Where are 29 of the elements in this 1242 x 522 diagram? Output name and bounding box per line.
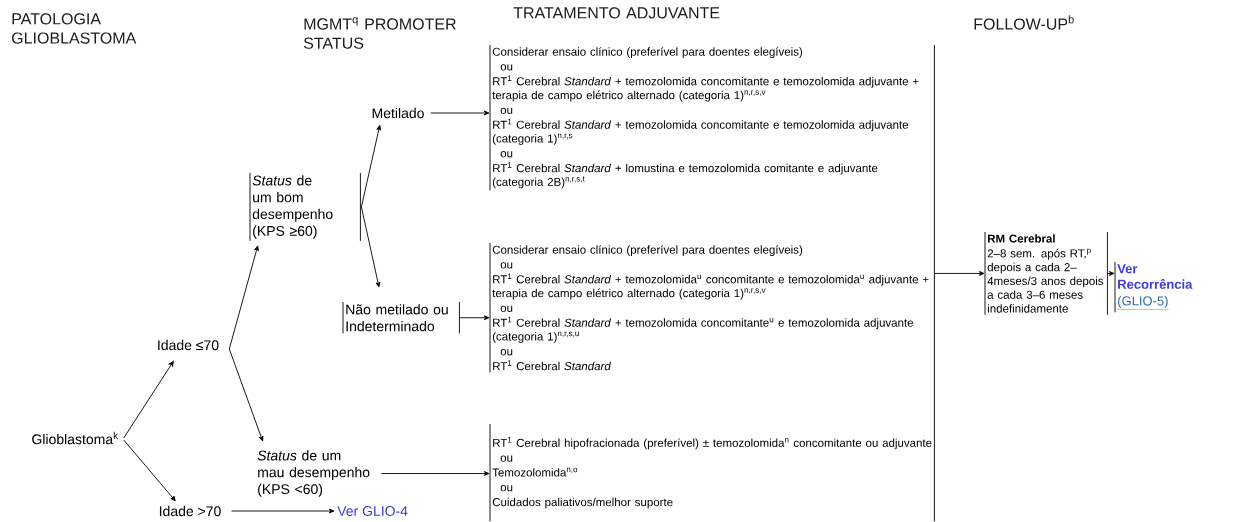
arrow bbox=[458, 315, 490, 321]
column-heading: PATOLOGIA GLIOBLASTOMA bbox=[12, 13, 137, 44]
arrow bbox=[360, 125, 382, 208]
mgmt-status-text: Não metilado ou Indeterminado bbox=[342, 301, 460, 334]
follow-up-box: RM Cerebral 2–8 sem. após RT,$^{p}$ depois a cada 2–4meses/3 anos depois a cada 3–6 meses indefinidamente bbox=[984, 231, 1108, 316]
arrow bbox=[1106, 271, 1115, 276]
arrow bbox=[360, 206, 381, 288]
column-heading: TRATAMENTO ADJUVANTE bbox=[513, 7, 720, 19]
link-text: Ver Recorrência (GLIO-5) bbox=[1114, 261, 1193, 313]
arrow bbox=[123, 360, 174, 439]
age-text: Idade ≤70 bbox=[158, 339, 219, 351]
arrow bbox=[933, 44, 985, 522]
status-text: Status de um mau desempenho (KPS <60) bbox=[257, 450, 370, 497]
arrow bbox=[228, 348, 264, 442]
column-heading: FOLLOW-UP$^{b}$ bbox=[974, 15, 1074, 30]
arrow bbox=[231, 508, 335, 514]
diagnosis-text: Glioblastoma$^{k}$ bbox=[32, 431, 119, 445]
treatment-options: Considerar ensaio clínico (preferível para doentes elegíveis) ou RT$^{1}$ Cerebral Standard + temozolomida concomitante e temozolomida adjuvante + terapia de campo elétrico alternado (categoria 1)$^{n,r,s,v}$ ou RT$^{1}$ Cerebral Standard + temozolomida concomitante e temozolomida adjuvante (categoria 1)$^{n,r,s}$ ou RT$^{1}$ Cerebral Standard + lomustina e temozolomida comitante e adjuvante (categoria 2B)$^{n,r,s,t}$ bbox=[489, 44, 919, 191]
arrow bbox=[228, 245, 259, 350]
age-text: Idade >70 bbox=[159, 505, 221, 517]
arrow bbox=[430, 110, 490, 116]
arrow bbox=[380, 471, 490, 476]
mgmt-status-text: Metilado bbox=[372, 107, 424, 119]
treatment-options: RT$^{1}$ Cerebral hipofracionada (preferível) ± temozolomida$^{n}$ concomitante ou adjuvante ou Temozolomida$^{n,o}$ ou Cuidados paliativos/melhor suporte bbox=[489, 423, 932, 522]
column-heading: MGMT$^{q}$ PROMOTER STATUS bbox=[303, 17, 456, 49]
link-text: Ver GLIO-4 bbox=[337, 506, 408, 516]
treatment-options: Considerar ensaio clínico (preferível para doentes elegíveis) ou RT$^{1}$ Cerebral Standard + temozolomida$^{u}$ concomitante e temozolomida$^{u}$ adjuvante + terapia de campo elétrico alternado (categoria 1)$^{n,r,s,v}$ ou RT$^{1}$ Cerebral Standard + temozolomida concomitante$^{u}$ e temozolomida adjuvante (categoria 1)$^{n,r,s,u}$ ou RT$^{1}$ Cerebral Standard bbox=[489, 242, 929, 373]
status-text: Status de um bom desempenho (KPS ≥60) bbox=[249, 172, 361, 242]
arrow bbox=[123, 439, 176, 502]
